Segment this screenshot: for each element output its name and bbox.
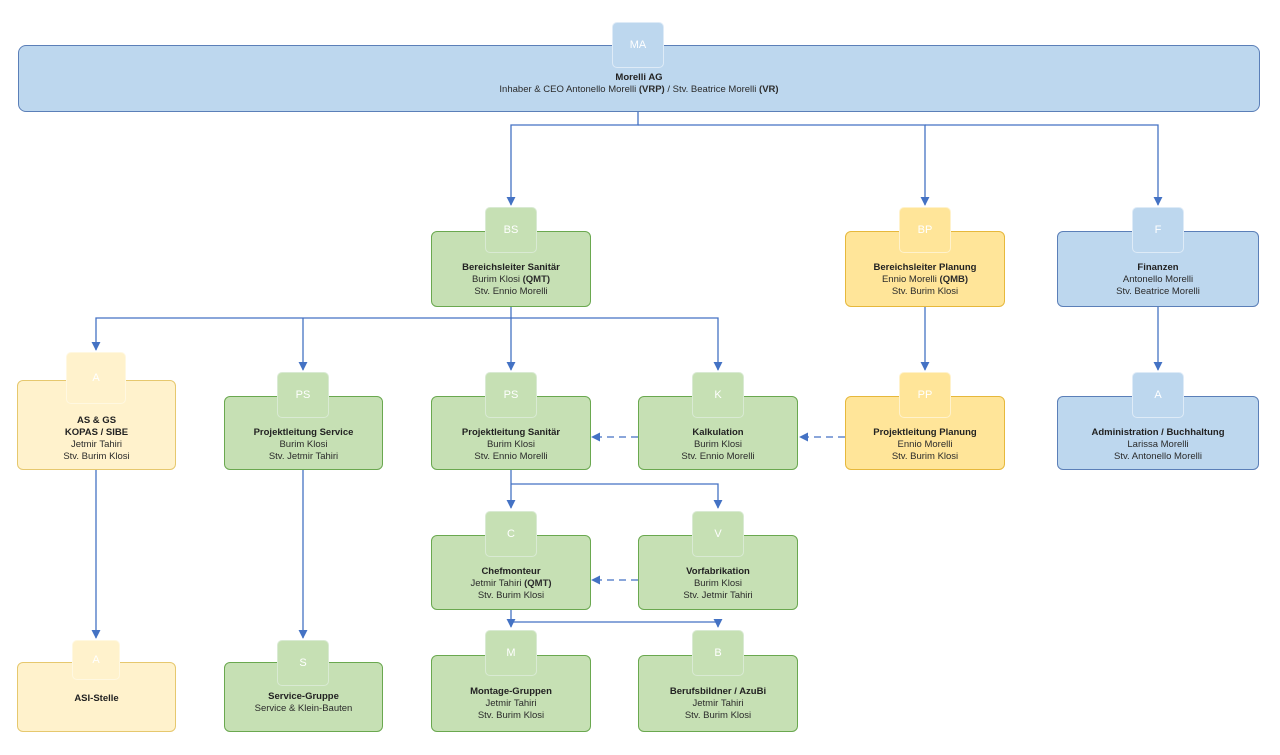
badge-ma: MA (612, 22, 664, 68)
node-asi-title: ASI-Stelle (74, 693, 119, 704)
badge-f: F (1132, 207, 1184, 253)
line-bs-k (511, 317, 723, 371)
node-pls-line3: Stv. Jetmir Tahiri (268, 451, 339, 462)
node-adm-line3: Stv. Antonello Morelli (1113, 451, 1202, 462)
node-f-title: Finanzen (1137, 262, 1179, 273)
badge-c: C (485, 511, 537, 557)
badge-mg: M (485, 630, 537, 676)
badge-k: K (692, 372, 744, 418)
node-plsan-line2: Burim Klosi (486, 439, 536, 450)
line-c-bb (511, 618, 723, 628)
node-pls-title: Projektleitung Service (253, 427, 354, 438)
node-bs-line2: Burim Klosi (QMT) (471, 274, 551, 285)
node-f-line3: Stv. Beatrice Morelli (1116, 286, 1200, 297)
badge-bb: B (692, 630, 744, 676)
node-bs-title: Bereichsleiter Sanitär (462, 262, 560, 273)
node-pp-line3: Stv. Burim Klosi (891, 451, 959, 462)
node-v-line2: Burim Klosi (693, 578, 743, 589)
node-bs: Bereichsleiter Sanitär Burim Klosi (QMT)… (431, 231, 591, 307)
node-v-line3: Stv. Jetmir Tahiri (683, 590, 753, 601)
node-as-title: AS & GS (76, 415, 117, 426)
node-plsan-line3: Stv. Ennio Morelli (474, 451, 548, 462)
node-sg-title: Service-Gruppe (268, 691, 339, 702)
node-mg-title: Montage-Gruppen (470, 686, 552, 697)
node-plsan-title: Projektleitung Sanitär (461, 427, 561, 438)
node-mg-line3: Stv. Burim Klosi (477, 710, 545, 721)
node-sg-line2: Service & Klein-Bauten (254, 703, 353, 714)
badge-adm: A (1132, 372, 1184, 418)
node-k-line3: Stv. Ennio Morelli (681, 451, 755, 462)
node-pls-line2: Burim Klosi (279, 439, 328, 450)
node-bb-line2: Jetmir Tahiri (692, 698, 744, 709)
badge-pp: PP (899, 372, 951, 418)
node-as-line3: Jetmir Tahiri (70, 439, 123, 450)
node-c-title: Chefmonteur (481, 566, 541, 577)
node-pp-title: Projektleitung Planung (873, 427, 977, 438)
badge-plsan: PS (485, 372, 537, 418)
node-pp-line2: Ennio Morelli (897, 439, 953, 450)
node-mg-line2: Jetmir Tahiri (485, 698, 537, 709)
node-bb-line3: Stv. Burim Klosi (684, 710, 752, 721)
node-v-title: Vorfabrikation (686, 566, 750, 577)
node-bp-line3: Stv. Burim Klosi (891, 286, 959, 297)
node-as-line2: KOPAS / SIBE (64, 427, 129, 438)
node-bp-title: Bereichsleiter Planung (873, 262, 977, 273)
node-k: Kalkulation Burim Klosi Stv. Ennio Morel… (638, 396, 798, 470)
node-adm-line2: Larissa Morelli (1127, 439, 1189, 450)
badge-as: A (66, 352, 126, 404)
badge-bp: BP (899, 207, 951, 253)
badge-bs: BS (485, 207, 537, 253)
node-c-line3: Stv. Burim Klosi (477, 590, 545, 601)
node-bb-title: Berufsbildner / AzuBi (669, 686, 767, 697)
node-f-line2: Antonello Morelli (1122, 274, 1194, 285)
node-ma-title: Morelli AG (615, 72, 663, 83)
badge-asi: A (72, 640, 120, 680)
line-ma-f (925, 124, 1163, 206)
line-ma-bp (638, 124, 930, 206)
badge-v: V (692, 511, 744, 557)
node-bs-line3: Stv. Ennio Morelli (474, 286, 548, 297)
node-bp-line2: Ennio Morelli (QMB) (881, 274, 969, 285)
line-ma-bs (506, 112, 639, 206)
badge-pls: PS (277, 372, 329, 418)
node-k-line2: Burim Klosi (693, 439, 743, 450)
badge-sg: S (277, 640, 329, 686)
node-adm-title: Administration / Buchhaltung (1091, 427, 1225, 438)
line-plsan-v (511, 483, 723, 509)
node-as-line4: Stv. Burim Klosi (63, 451, 130, 462)
node-ma-line2: Inhaber & CEO Antonello Morelli (VRP) / … (499, 84, 779, 95)
node-k-title: Kalkulation (692, 427, 744, 438)
node-c-line2: Jetmir Tahiri (QMT) (470, 578, 552, 589)
